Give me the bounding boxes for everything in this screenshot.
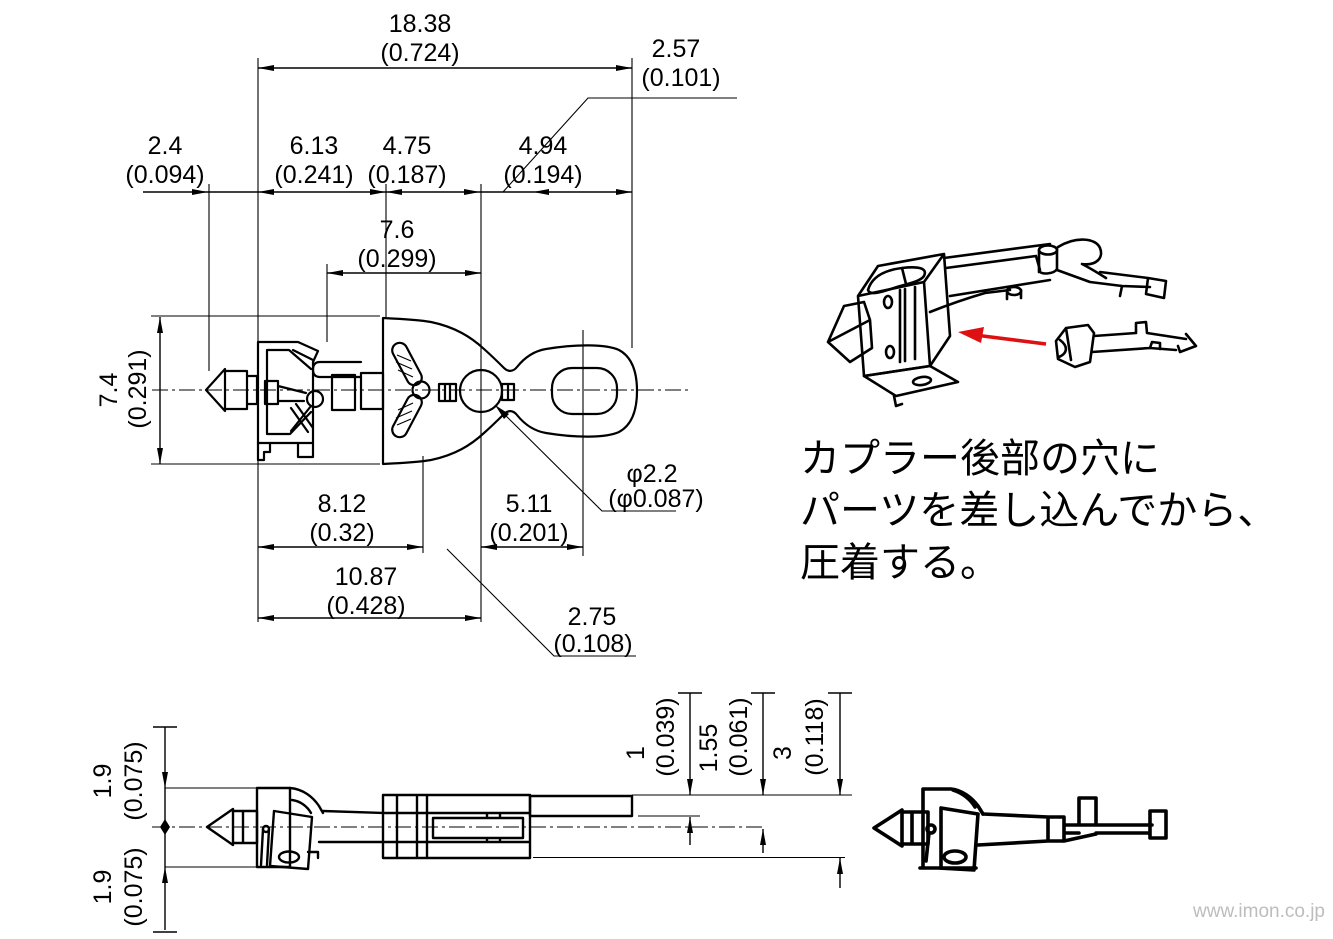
iso-bottom-plate (862, 364, 960, 408)
iso-insert-part (1054, 320, 1198, 369)
asm-body (918, 787, 985, 872)
side-view-drawing: 1.9 (0.075) 1.9 (0.075) 1 (0.039) 1.55 (… (89, 692, 852, 933)
side-hump (288, 786, 325, 815)
dim-hole-off-in: (0.201) (489, 519, 568, 547)
link-block (437, 382, 458, 403)
dim-slot-mm: 2.75 (568, 603, 617, 631)
iso-illustration (826, 238, 1198, 408)
dim-slot-in: (0.108) (553, 630, 632, 658)
side-view-assembled (872, 787, 1168, 872)
asm-pin (872, 808, 930, 848)
dim-overall-mm: 10.87 (335, 563, 398, 591)
upper-bar (311, 360, 363, 379)
side-oval-hole (277, 850, 301, 864)
top-view-labels: 18.38 (0.724) 2.57 (0.101) 2.4 (0.094) 6… (95, 10, 721, 658)
dim-rear-in: (0.101) (641, 64, 720, 92)
shank-blocks (330, 371, 385, 412)
red-insert-arrow (958, 327, 1047, 346)
note-line-2: パーツを差し込んでから、 (800, 489, 1277, 533)
latch-linkage (263, 379, 313, 433)
asm-oval-hole (942, 849, 968, 865)
dim-total-mm: 18.38 (389, 10, 452, 38)
dim-half-up-mm: 1.9 (89, 764, 117, 799)
top-view-drawing (204, 316, 639, 466)
dim-th-a-in: (0.039) (652, 697, 680, 776)
note-line-1: カプラー後部の穴に (800, 437, 1160, 481)
dim-tip-in: (0.094) (125, 161, 204, 189)
dim-th-c-in: (0.118) (801, 698, 829, 775)
side-view-dimensions (153, 692, 852, 933)
dim-seg-a-in: (0.241) (274, 161, 353, 189)
side-view-labels: 1.9 (0.075) 1.9 (0.075) 1 (0.039) 1.55 (… (89, 697, 829, 926)
side-latch-plate (259, 809, 320, 871)
iso-hook (1055, 238, 1168, 300)
asm-shank-and-bar (976, 796, 1168, 847)
iso-cylinder-top (1037, 244, 1059, 256)
dim-height-in: (0.291) (124, 349, 152, 428)
loop-opening (550, 366, 619, 416)
asm-lever (924, 831, 931, 863)
coupler-box (256, 340, 320, 445)
dim-hole-dia-mm: φ2.2 (627, 460, 678, 488)
side-latch-pin (261, 824, 271, 834)
box-feet (256, 441, 315, 462)
note-line-3: 圧着する。 (800, 541, 1000, 585)
top-view-dimensions (143, 58, 737, 657)
dim-seg-a-mm: 6.13 (290, 132, 339, 160)
rear-nub (500, 382, 516, 402)
dim-rear-mm: 2.57 (652, 35, 701, 63)
dim-seg-c-mm: 4.94 (519, 132, 568, 160)
dim-th-c-mm: 3 (769, 746, 797, 760)
dim-th-a-mm: 1 (622, 746, 650, 760)
pivot-circle (305, 389, 325, 409)
dim-seg-b-mm: 4.75 (383, 132, 432, 160)
iso-hole-top (882, 294, 894, 310)
dim-hole-dia-in: (φ0.087) (608, 485, 703, 513)
head-and-loop (381, 316, 639, 466)
iso-plate-slot (911, 375, 933, 387)
watermark: www.imon.co.jp (1192, 901, 1325, 922)
dim-half-dn-mm: 1.9 (89, 870, 117, 905)
dim-seg-c-in: (0.194) (503, 161, 582, 189)
dim-height-mm: 7.4 (95, 373, 123, 408)
dim-seg-b-in: (0.187) (367, 161, 446, 189)
dim-total-in: (0.724) (380, 39, 459, 67)
dim-hole-off-mm: 5.11 (506, 490, 553, 518)
iso-body-details (866, 265, 927, 364)
crank-wings (391, 341, 423, 439)
dim-head-w-in: (0.299) (357, 245, 436, 273)
dim-head-w-mm: 7.6 (380, 216, 415, 244)
dim-half-up-in: (0.075) (120, 741, 148, 820)
dim-th-b-in: (0.061) (725, 697, 753, 776)
dim-body-mm: 8.12 (318, 490, 367, 518)
side-tongue (528, 794, 634, 818)
dim-overall-in: (0.428) (326, 592, 405, 620)
dim-body-in: (0.32) (309, 519, 374, 547)
dim-half-dn-in: (0.075) (120, 847, 148, 926)
side-shank (317, 809, 385, 844)
asm-lever-pin (925, 823, 937, 835)
dim-tip-mm: 2.4 (148, 132, 183, 160)
iso-nose (826, 300, 874, 364)
iso-hole-bottom (884, 344, 896, 360)
dim-th-b-mm: 1.55 (695, 724, 723, 773)
note-text: カプラー後部の穴に パーツを差し込んでから、 圧着する。 (800, 437, 1277, 585)
